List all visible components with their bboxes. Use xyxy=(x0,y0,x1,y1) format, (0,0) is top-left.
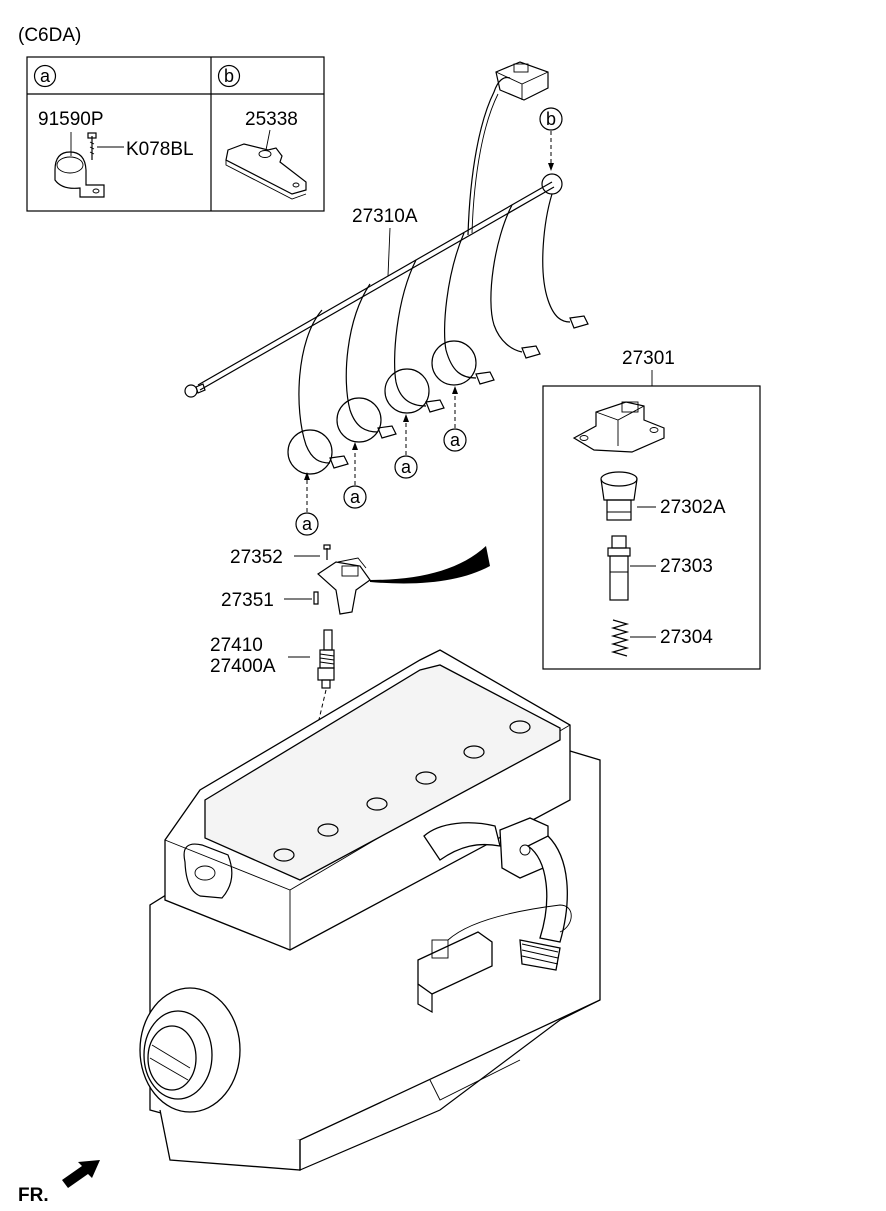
coil-ring-3 xyxy=(384,368,430,414)
label-27310A: 27310A xyxy=(352,206,418,227)
svg-text:a: a xyxy=(350,487,361,507)
callout-b-1: b xyxy=(539,107,563,171)
label-91590P: 91590P xyxy=(38,109,104,130)
svg-text:a: a xyxy=(450,430,461,450)
front-label: FR. xyxy=(18,1185,49,1206)
svg-text:b: b xyxy=(224,66,234,86)
engine-code: (C6DA) xyxy=(18,25,81,46)
label-27352: 27352 xyxy=(230,547,283,568)
clamp-drawing xyxy=(54,132,124,198)
label-27351: 27351 xyxy=(221,590,274,611)
ignition-coil-parts: 27352 27351 27410 27400A xyxy=(210,544,490,851)
coil-ring-4 xyxy=(431,340,477,386)
label-K078BL: K078BL xyxy=(126,139,194,160)
callout-a-4: a xyxy=(443,386,467,452)
callout-a-3: a xyxy=(394,414,418,479)
front-marker: FR. xyxy=(18,1160,100,1206)
label-27302A: 27302A xyxy=(660,497,726,518)
label-27301: 27301 xyxy=(622,348,675,369)
engine-block xyxy=(139,649,601,1171)
label-25338: 25338 xyxy=(245,109,298,130)
svg-text:b: b xyxy=(546,109,556,129)
label-27303: 27303 xyxy=(660,556,713,577)
coil-ring-2 xyxy=(336,397,382,443)
svg-text:a: a xyxy=(40,66,51,86)
svg-text:a: a xyxy=(302,514,313,534)
label-27410: 27410 xyxy=(210,635,263,656)
legend-box: a b 91590P K078BL 25338 xyxy=(26,56,325,212)
legend-tag-a: a xyxy=(33,64,57,88)
wiring-harness: 27310A xyxy=(184,61,589,536)
label-27400A: 27400A xyxy=(210,656,276,677)
legend-tag-b: b xyxy=(217,64,241,88)
bracket-drawing xyxy=(225,129,307,200)
coil-ring-1 xyxy=(287,429,333,475)
coil-assembly-box: 27301 27302A 27303 27304 xyxy=(542,348,761,670)
callout-a-1: a xyxy=(295,472,319,536)
svg-text:a: a xyxy=(401,457,412,477)
callout-a-2: a xyxy=(343,442,367,509)
label-27304: 27304 xyxy=(660,627,713,648)
